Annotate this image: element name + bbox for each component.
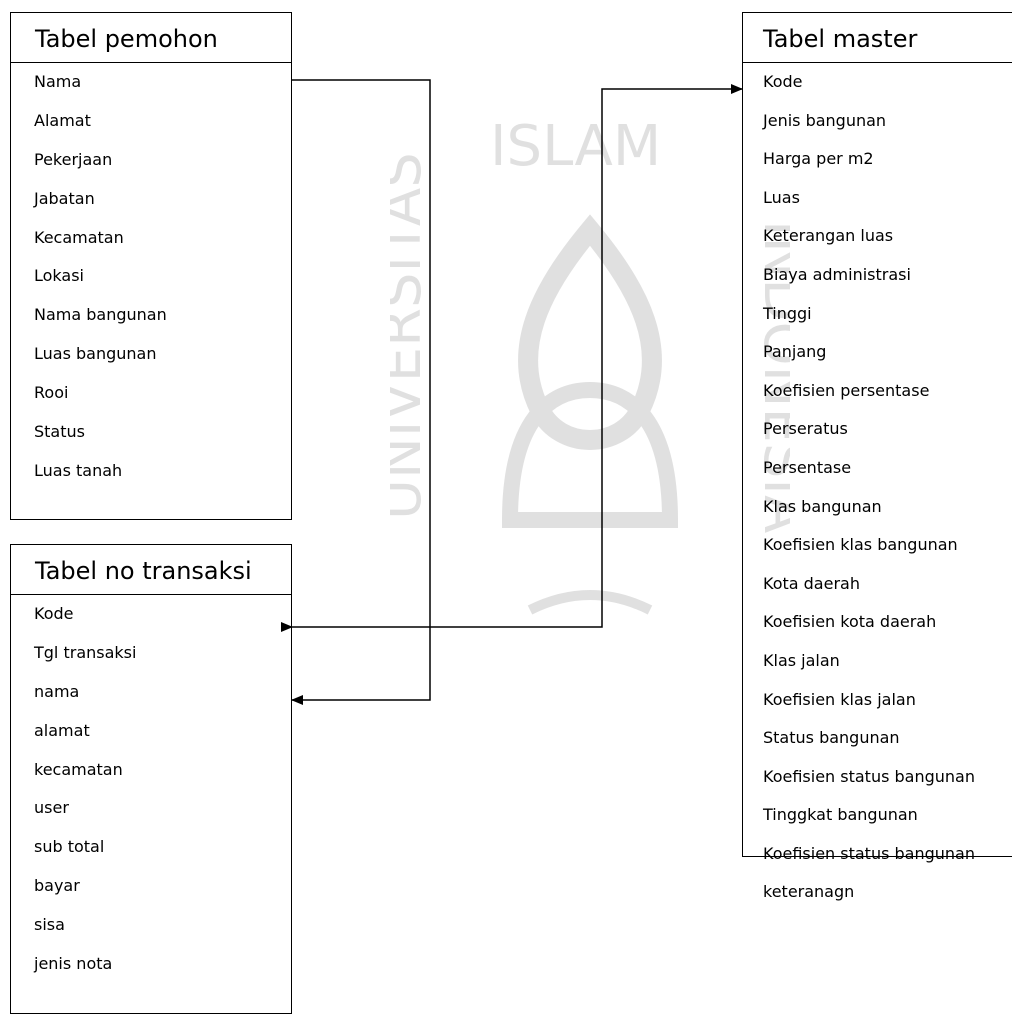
table-master-fields: Kode Jenis bangunan Harga per m2 Luas Ke… [743,63,1012,912]
field-item: Nama [34,72,82,91]
table-master-title: Tabel master [743,13,1012,63]
field-item: Klas bangunan [763,496,882,516]
field-item: Kode [34,604,74,623]
field-item: Tinggkat bangunan [763,805,918,825]
field-item: Koefisien kota daerah [763,612,937,632]
field-item: Lokasi [34,266,84,286]
table-pemohon-title: Tabel pemohon [11,13,291,63]
field-item: user [34,798,69,818]
field-item: Klas jalan [763,650,840,670]
table-pemohon-fields: Nama Alamat Pekerjaan Jabatan Kecamatan … [11,63,291,491]
table-pemohon: Tabel pemohon Nama Alamat Pekerjaan Jaba… [10,12,292,520]
field-item: Luas [763,187,800,207]
field-item: alamat [34,720,90,740]
field-item: Jenis bangunan [763,110,887,130]
field-item: Alamat [34,110,91,130]
field-item: Panjang [763,342,827,362]
field-item: sub total [34,837,105,857]
field-item: Perseratus [763,419,848,439]
field-item: Koefisien klas jalan [763,689,916,709]
table-master: Tabel master Kode Jenis bangunan Harga p… [742,12,1012,901]
field-item: Koefisien status bangunan [763,843,975,863]
field-item: Tgl transaksi [34,642,137,662]
field-item: Pekerjaan [34,149,113,169]
field-item: Harga per m2 [763,149,874,169]
field-item: jenis nota [34,954,113,974]
field-item: Biaya administrasi [763,264,911,284]
field-item: Koefisien status bangunan [763,766,975,786]
table-no-transaksi-title: Tabel no transaksi [11,545,291,595]
table-no-transaksi-fields: Kode Tgl transaksi nama alamat kecamatan… [11,595,291,984]
field-item: Persentase [763,457,852,477]
field-item: Nama bangunan [34,305,167,325]
field-item: Status [34,422,85,442]
field-item: Kode [763,72,803,91]
field-item: Koefisien persentase [763,380,930,400]
field-item: Luas tanah [34,460,123,480]
watermark-left-text: UNIVERSITAS [390,152,434,520]
field-item: Tinggi [763,303,812,323]
field-item: Jabatan [34,188,95,208]
field-item: Status bangunan [763,728,900,748]
field-item: Keterangan luas [763,226,894,246]
university-seal-watermark: ISLAM UNIVERSITAS INDONESIA [390,114,790,615]
field-item: nama [34,681,80,701]
field-item: kecamatan [34,759,123,779]
field-item: Kota daerah [763,573,860,593]
field-item: Luas bangunan [34,344,157,364]
connector-nama-to-nama [291,79,431,705]
field-item: Kecamatan [34,227,124,247]
table-no-transaksi: Tabel no transaksi Kode Tgl transaksi na… [10,544,292,1014]
connector-kode-to-master-kode [281,84,743,632]
field-item: Koefisien klas bangunan [763,535,958,555]
field-item: keteranagn [763,882,855,902]
field-item: sisa [34,915,65,935]
field-item: bayar [34,876,80,896]
watermark-arc-text: ISLAM [490,114,661,179]
field-item: Rooi [34,383,69,403]
